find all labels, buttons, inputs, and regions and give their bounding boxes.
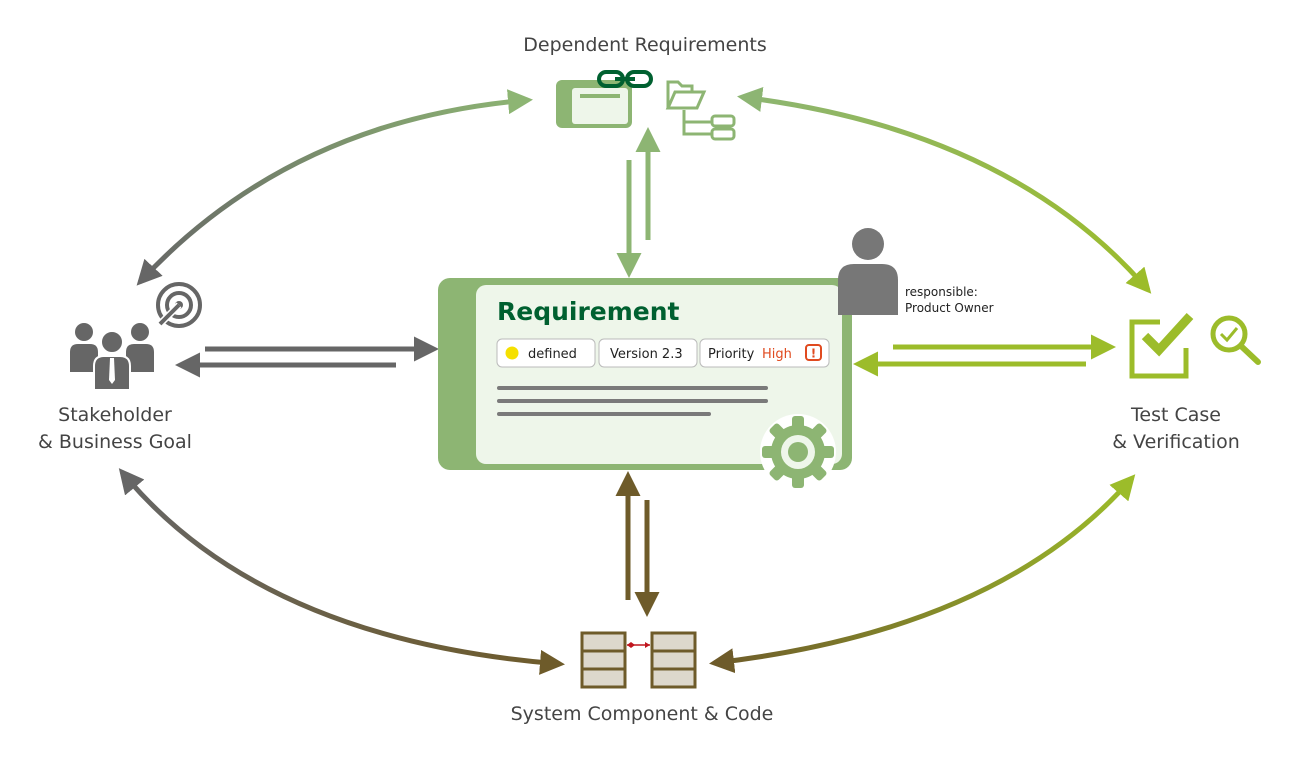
person-icon xyxy=(838,228,898,315)
priority-label: Priority xyxy=(708,347,755,362)
checkbox-icon xyxy=(1129,312,1194,379)
status-chip: defined xyxy=(496,338,596,368)
exclamation-icon xyxy=(805,344,822,361)
stakeholder-label-2: & Business Goal xyxy=(38,431,192,453)
gear-icon xyxy=(760,414,836,490)
responsible-label: responsible: xyxy=(905,285,978,299)
test-case-label-1: Test Case xyxy=(1130,404,1221,426)
server-icon xyxy=(650,631,697,689)
folder-tree-icon xyxy=(665,80,736,141)
version-chip: Version 2.3 xyxy=(598,338,698,368)
version-text: Version 2.3 xyxy=(610,347,683,362)
status-text: defined xyxy=(528,347,577,362)
test-case-label-2: & Verification xyxy=(1112,431,1240,453)
magnifier-check-icon xyxy=(1210,315,1261,365)
link-icon xyxy=(556,70,653,128)
target-icon xyxy=(155,282,202,329)
arrow-stakeholder-system xyxy=(118,468,565,675)
priority-value: High xyxy=(762,347,792,362)
status-dot-icon xyxy=(505,346,519,360)
server-icon xyxy=(580,631,627,689)
arrow-test-system xyxy=(709,474,1136,674)
priority-chip: Priority High ! xyxy=(699,338,830,368)
system-component-label: System Component & Code xyxy=(511,703,774,725)
connection-link-icon xyxy=(627,642,650,648)
stakeholder-label-1: Stakeholder xyxy=(58,404,172,426)
dependent-requirements-label: Dependent Requirements xyxy=(523,34,766,56)
responsible-value: Product Owner xyxy=(905,301,994,315)
requirement-card[interactable]: Requirement defined Version 2.3 Priority… xyxy=(438,278,852,490)
priority-icon-text: ! xyxy=(811,347,816,361)
requirement-title: Requirement xyxy=(497,297,680,326)
arrow-stakeholder-dependent xyxy=(136,89,533,286)
stakeholders-icon xyxy=(70,323,154,391)
arrow-dependent-test xyxy=(737,87,1152,294)
